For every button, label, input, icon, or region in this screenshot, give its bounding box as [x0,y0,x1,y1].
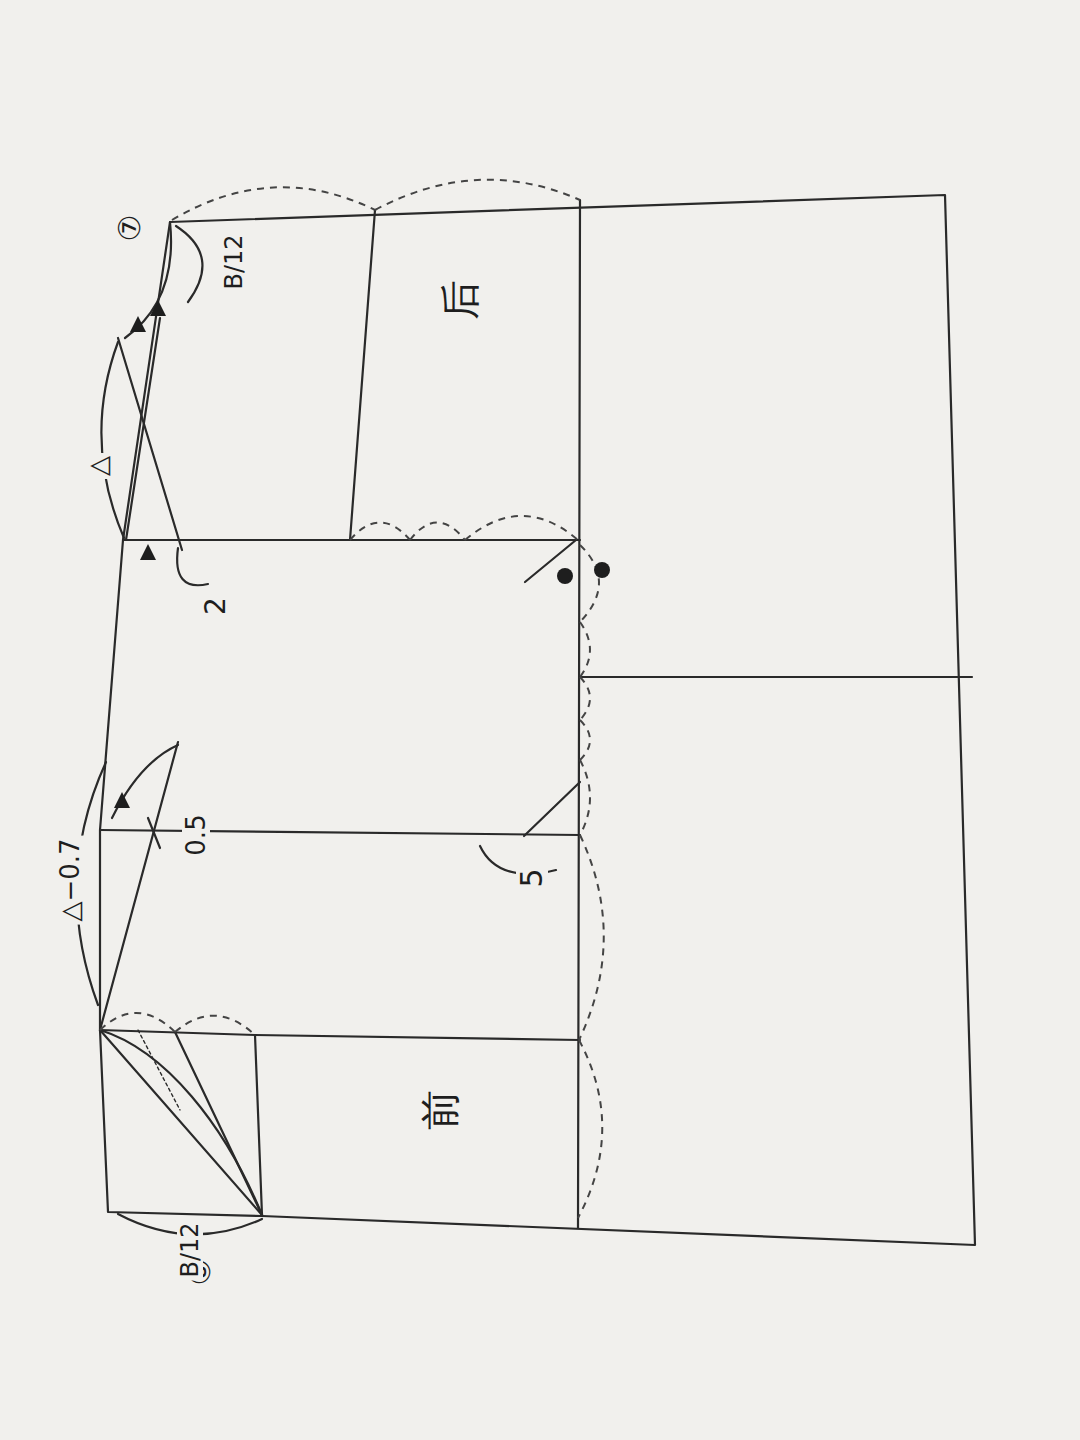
back-shoulder-line [118,338,182,550]
neck-guide [138,1030,180,1110]
dimension-label: 5 [516,865,548,890]
chest-line [578,200,580,1228]
dimension-arc [176,226,202,302]
dimension-label: B/12 [177,1219,203,1280]
equal-dot [594,562,610,578]
dimension-label: 2 [201,594,231,618]
front-width-line [255,1035,580,1040]
notch-marks [114,300,610,808]
back-width-line [350,210,375,540]
callout-number: ⑦ [114,212,146,245]
shoulder-drop-mark [148,818,160,848]
dimension-arc [112,745,178,818]
dimension-arc [101,342,124,538]
piece-name: 前 [419,1087,461,1133]
dimension-label: △−0.7 [56,835,84,924]
dimension-label: △ [84,453,112,479]
front-shoulder-level [100,830,580,835]
dimension-label: 0.5 [182,811,210,858]
bisector-line [524,782,580,836]
neckline-curve [100,1030,262,1215]
front-shoulder-line [100,742,178,1030]
piece-name: 后 [439,277,481,323]
back-shoulder-guide [126,318,160,540]
pattern-outline [100,195,975,1245]
front-neck-box [100,1030,262,1215]
division-arcs [100,180,604,1218]
dimension-arc [177,548,208,585]
dimension-label: B/12 [221,231,247,292]
neck-diagonal [100,1030,262,1215]
equal-dot [557,568,573,584]
side-seam-line [580,676,972,678]
